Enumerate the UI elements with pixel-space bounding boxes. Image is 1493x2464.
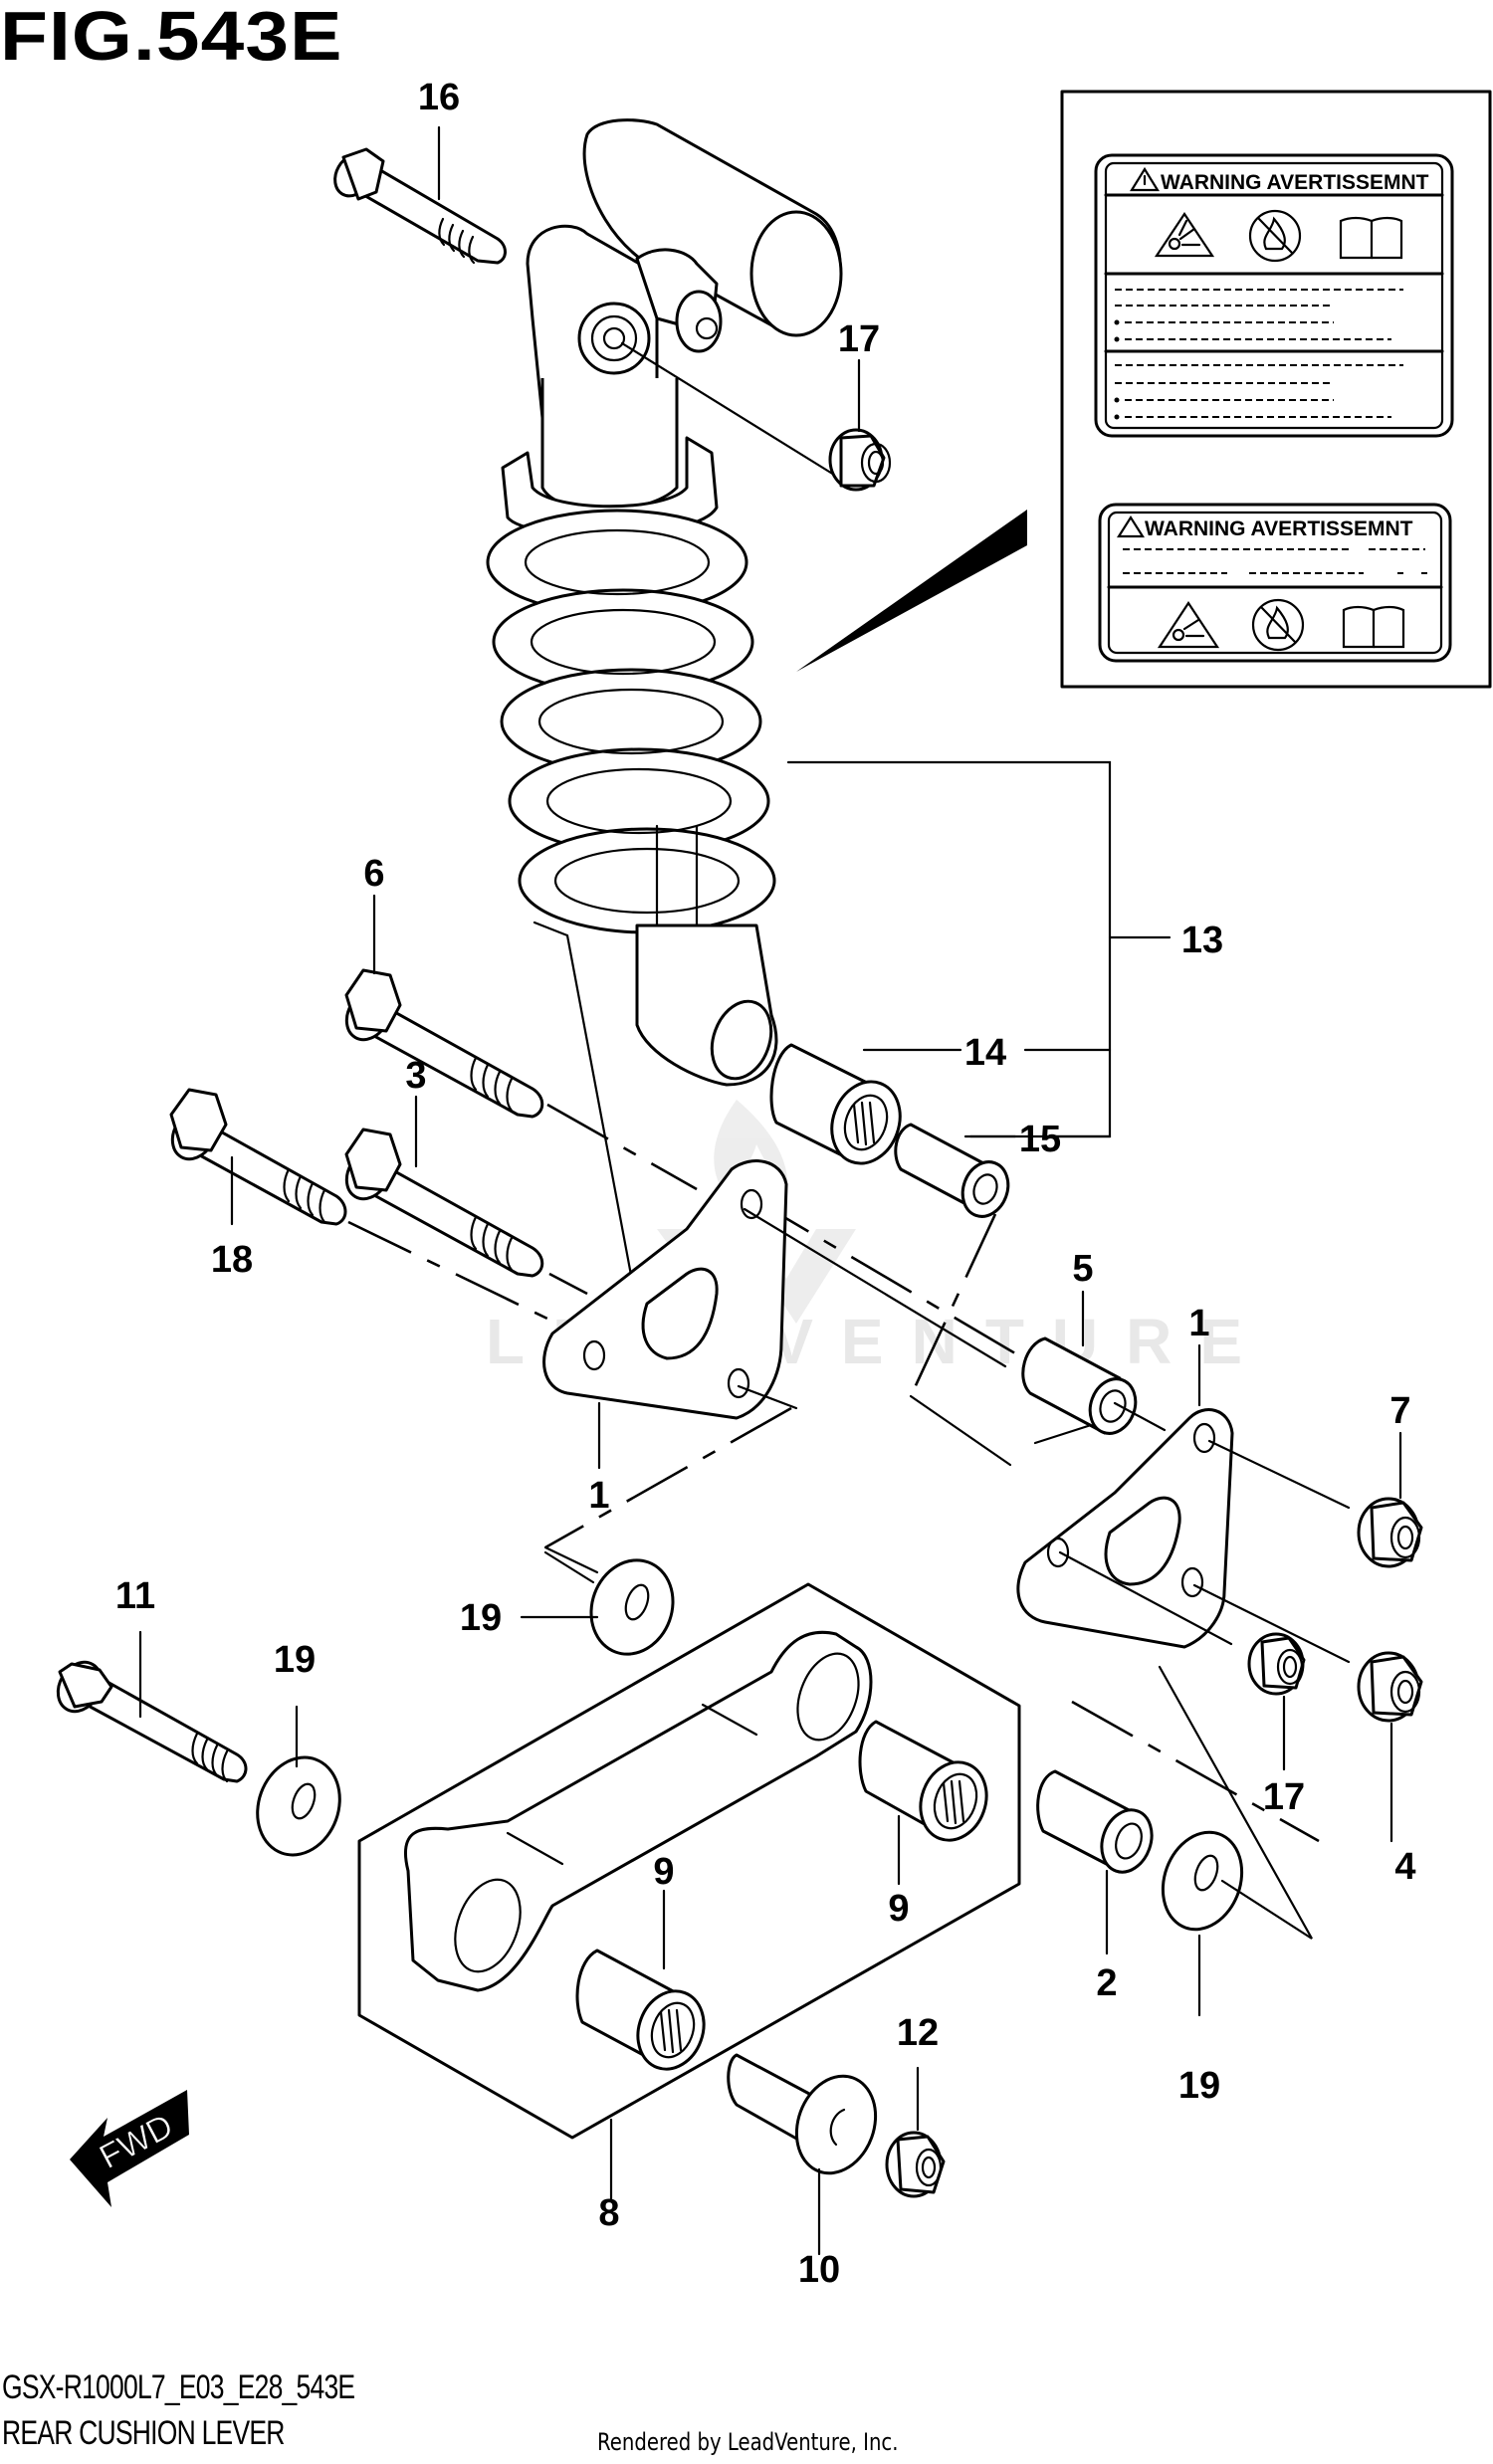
fwd-label: FWD bbox=[94, 2107, 179, 2176]
part-11-bolt bbox=[56, 1660, 248, 1783]
model-code: GSX-R1000L7_E03_E28_543E bbox=[2, 2368, 355, 2406]
callout-16[interactable]: 16 bbox=[418, 77, 460, 118]
part-9-needle-bearing-2 bbox=[575, 1949, 706, 2071]
part-18-bolt bbox=[169, 1088, 347, 1226]
read-manual-icon bbox=[1342, 605, 1405, 649]
part-15-spacer bbox=[894, 1123, 1010, 1218]
callout-19-right[interactable]: 19 bbox=[1178, 2065, 1220, 2107]
callout-8[interactable]: 8 bbox=[598, 2192, 619, 2234]
part-13-shock-absorber bbox=[486, 118, 843, 1087]
part-10-flanged-spacer bbox=[727, 2053, 878, 2175]
part-8-rear-cushion-lever bbox=[403, 1630, 873, 1992]
assembly-lines-right bbox=[1058, 1439, 1351, 1664]
part-1-bracket-left bbox=[542, 1159, 1007, 1420]
fwd-direction-arrow-icon: FWD bbox=[70, 2090, 189, 2207]
figure-title: FIG.543E bbox=[0, 0, 343, 75]
callout-9-left[interactable]: 9 bbox=[653, 1851, 674, 1893]
part-7-nut bbox=[1357, 1497, 1423, 1568]
rendered-by-credit: Rendered by LeadVenture, Inc. bbox=[597, 2428, 899, 2456]
callout-13[interactable]: 13 bbox=[1181, 920, 1223, 961]
part-19-washer-left bbox=[256, 1755, 341, 1857]
callout-19-left[interactable]: 19 bbox=[274, 1639, 316, 1681]
part-14-needle-bearing bbox=[769, 1043, 902, 1165]
part-9-needle-bearing-1 bbox=[858, 1720, 988, 1842]
callout-3[interactable]: 3 bbox=[405, 1055, 426, 1097]
part-4-nut bbox=[1357, 1651, 1423, 1723]
part-6-bolt bbox=[344, 968, 544, 1119]
callout-18[interactable]: 18 bbox=[211, 1239, 253, 1281]
callout-19-upper[interactable]: 19 bbox=[460, 1597, 502, 1639]
warning-labels-box: WARNING AVERTISSEMNT bbox=[1060, 90, 1492, 689]
callout-14[interactable]: 14 bbox=[964, 1032, 1006, 1074]
assembly-lines bbox=[347, 921, 1320, 1843]
warning-label-2-title: WARNING AVERTISSEMNT bbox=[1145, 517, 1413, 540]
explosion-hazard-icon bbox=[1157, 601, 1220, 649]
warning-triangle-icon bbox=[1117, 514, 1145, 538]
callout-17-top[interactable]: 17 bbox=[838, 318, 880, 360]
part-3-bolt bbox=[344, 1128, 544, 1278]
part-19-washer-right bbox=[1158, 1665, 1313, 1940]
read-manual-icon bbox=[1339, 216, 1403, 260]
spring-coils bbox=[486, 509, 776, 934]
part-17-nut-lower bbox=[1247, 1632, 1306, 1696]
callout-1-left[interactable]: 1 bbox=[588, 1475, 609, 1517]
label-pointer-arrow bbox=[796, 510, 1027, 672]
no-open-flame-icon bbox=[1251, 598, 1305, 652]
callout-5[interactable]: 5 bbox=[1072, 1248, 1093, 1290]
leader-13-bracket bbox=[786, 760, 1172, 1138]
callout-15[interactable]: 15 bbox=[1019, 1119, 1061, 1160]
callout-9-right[interactable]: 9 bbox=[888, 1888, 909, 1930]
callout-1-right[interactable]: 1 bbox=[1188, 1303, 1209, 1344]
no-open-flame-icon bbox=[1248, 209, 1302, 263]
callout-6[interactable]: 6 bbox=[363, 853, 384, 895]
part-2-spacer bbox=[1036, 1769, 1154, 1874]
label-text-lines bbox=[1115, 289, 1403, 418]
callout-7[interactable]: 7 bbox=[1389, 1390, 1410, 1432]
callout-17-lower[interactable]: 17 bbox=[1263, 1776, 1305, 1818]
callout-10[interactable]: 10 bbox=[798, 2249, 840, 2291]
part-16-bolt bbox=[333, 147, 507, 265]
warning-label-2: WARNING AVERTISSEMNT bbox=[1098, 503, 1452, 663]
callout-4[interactable]: 4 bbox=[1394, 1846, 1415, 1888]
warning-label-1: WARNING AVERTISSEMNT bbox=[1094, 153, 1454, 438]
callout-11[interactable]: 11 bbox=[115, 1575, 155, 1617]
explosion-hazard-icon bbox=[1154, 212, 1215, 258]
part-5-spacer bbox=[1021, 1336, 1167, 1435]
callout-2[interactable]: 2 bbox=[1096, 1962, 1117, 2004]
section-name: REAR CUSHION LEVER bbox=[2, 2414, 285, 2452]
part-1-bracket-right bbox=[1016, 1408, 1234, 1649]
warning-label-1-title: WARNING AVERTISSEMNT bbox=[1161, 171, 1429, 194]
part-19-washer-upper bbox=[543, 1550, 675, 1656]
warning-triangle-icon bbox=[1130, 166, 1160, 192]
part-8-lever-boundary bbox=[357, 1582, 1021, 2140]
part-12-nut bbox=[885, 2131, 946, 2198]
callout-12[interactable]: 12 bbox=[897, 2012, 939, 2054]
part-17-nut-top bbox=[828, 428, 892, 492]
